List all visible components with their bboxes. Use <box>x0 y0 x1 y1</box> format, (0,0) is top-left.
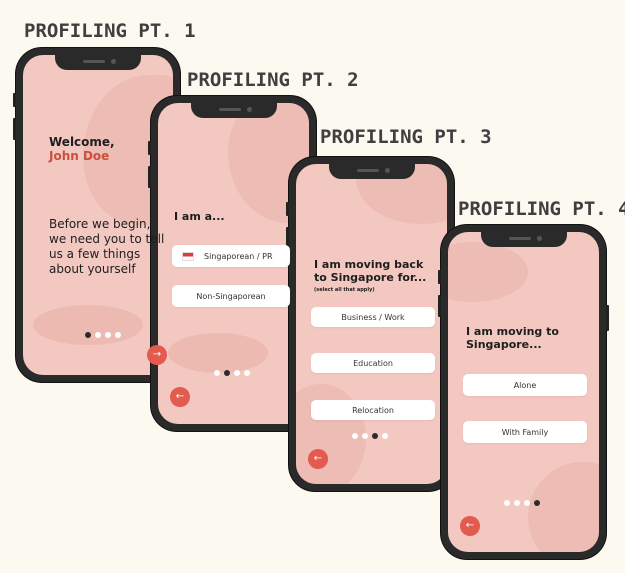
notch <box>328 164 415 179</box>
page-dot <box>352 433 358 439</box>
page-dot <box>382 433 388 439</box>
notch <box>55 55 141 70</box>
screen-profiling-2: I am a... Singaporean / PR Non-Singapore… <box>158 103 309 424</box>
arrow-right-icon: → <box>152 349 162 360</box>
page-indicator <box>352 433 388 439</box>
page-indicator <box>85 332 121 338</box>
page-dot <box>234 370 240 376</box>
page-dot <box>224 370 230 376</box>
question-heading: I am moving back to Singapore for... <box>314 258 427 284</box>
option-relocation[interactable]: Relocation <box>311 400 435 420</box>
title-profiling-2: PROFILING PT. 2 <box>187 69 359 91</box>
back-button[interactable]: ← <box>460 516 480 536</box>
page-dot <box>362 433 368 439</box>
option-alone[interactable]: Alone <box>463 374 587 396</box>
option-label: Relocation <box>352 405 394 415</box>
page-dot <box>524 500 530 506</box>
option-business-work[interactable]: Business / Work <box>311 307 435 327</box>
option-education[interactable]: Education <box>311 353 435 373</box>
welcome-text: Welcome, <box>49 135 115 149</box>
page-dot <box>95 332 101 338</box>
option-with-family[interactable]: With Family <box>463 421 587 443</box>
screen-profiling-4: I am moving to Singapore... Alone With F… <box>448 232 599 552</box>
back-button[interactable]: ← <box>308 449 328 469</box>
option-label: Alone <box>513 380 537 390</box>
page-dot <box>115 332 121 338</box>
notch <box>480 232 567 247</box>
page-dot <box>85 332 91 338</box>
option-label: Business / Work <box>341 312 405 322</box>
option-label: With Family <box>501 427 549 437</box>
page-dot <box>534 500 540 506</box>
title-profiling-4: PROFILING PT. 4 <box>458 198 625 220</box>
intro-text: Before we begin, we need you to tell us … <box>49 217 165 276</box>
page-dot <box>105 332 111 338</box>
singapore-flag-icon <box>182 251 194 261</box>
page-dot <box>514 500 520 506</box>
title-profiling-1: PROFILING PT. 1 <box>24 20 196 42</box>
screen-profiling-3: I am moving back to Singapore for... (se… <box>296 164 447 484</box>
option-label: Singaporean / PR <box>204 251 273 261</box>
select-note: (select all that apply) <box>314 287 375 293</box>
page-dot <box>372 433 378 439</box>
next-button[interactable]: → <box>147 345 167 365</box>
question-heading: I am moving to Singapore... <box>466 325 559 351</box>
back-button[interactable]: ← <box>170 387 190 407</box>
option-label: Non-Singaporean <box>196 291 266 301</box>
option-non-singaporean[interactable]: Non-Singaporean <box>172 285 290 307</box>
page-indicator <box>504 500 540 506</box>
arrow-left-icon: ← <box>313 453 323 464</box>
arrow-left-icon: ← <box>465 520 475 531</box>
user-name: John Doe <box>49 149 110 163</box>
phone-frame-2: I am a... Singaporean / PR Non-Singapore… <box>148 96 316 431</box>
question-heading: I am a... <box>174 210 225 223</box>
page-dot <box>504 500 510 506</box>
phone-frame-3: I am moving back to Singapore for... (se… <box>286 157 457 491</box>
arrow-left-icon: ← <box>175 391 185 402</box>
page-dot <box>244 370 250 376</box>
screen-profiling-1: Welcome, John Doe Before we begin, we ne… <box>23 55 173 375</box>
notch <box>190 103 277 118</box>
phone-frame-1: Welcome, John Doe Before we begin, we ne… <box>13 48 180 382</box>
option-label: Education <box>353 358 393 368</box>
phone-frame-4: I am moving to Singapore... Alone With F… <box>438 225 609 559</box>
page-indicator <box>214 370 250 376</box>
page-dot <box>214 370 220 376</box>
option-singaporean-pr[interactable]: Singaporean / PR <box>172 245 290 267</box>
title-profiling-3: PROFILING PT. 3 <box>320 126 492 148</box>
